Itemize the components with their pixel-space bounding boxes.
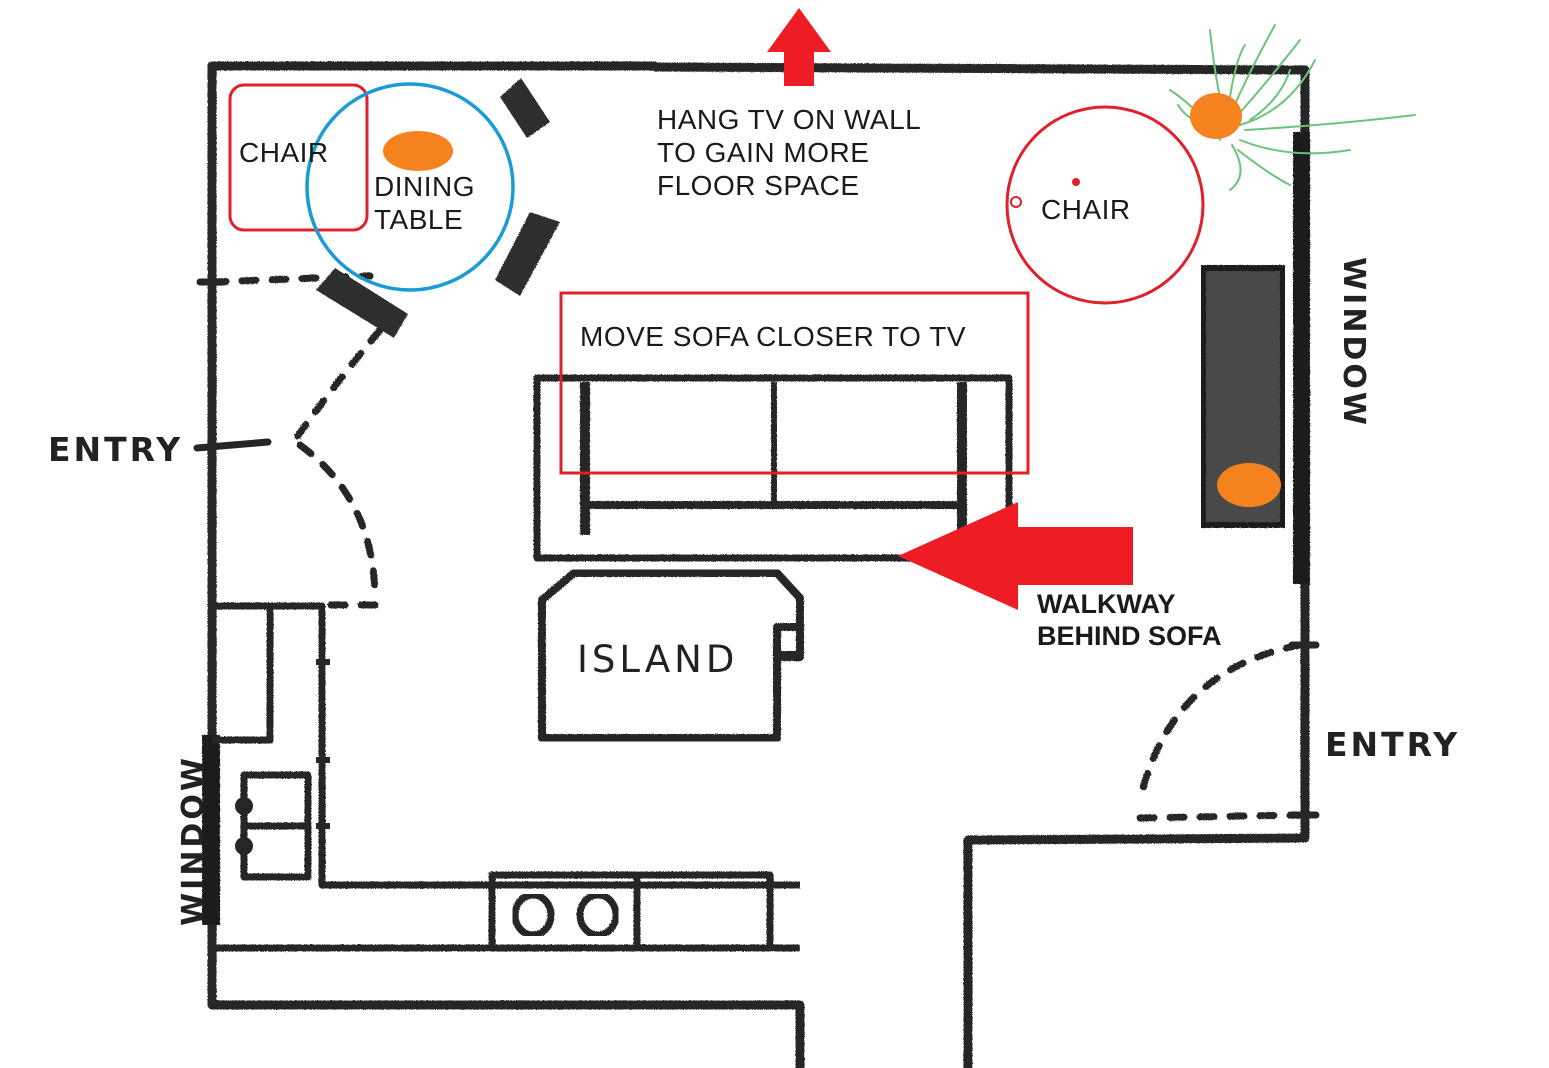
stove-burners	[511, 891, 620, 939]
entry-right-door-line	[1136, 811, 1304, 822]
window-left-label: WINDOW	[175, 755, 211, 926]
stove-burner-left	[511, 891, 555, 939]
chair-right-circle	[1005, 105, 1205, 305]
entry-right-label: ENTRY	[1325, 725, 1461, 764]
sofa-note-label: MOVE SOFA CLOSER TO TV	[580, 321, 967, 352]
window-right-label: WINDOW	[1335, 257, 1371, 428]
accent-console	[1217, 463, 1281, 507]
accent-dining	[383, 131, 453, 171]
dining-table-circle	[305, 82, 515, 292]
bottom-left-wall	[207, 935, 805, 1068]
dining-table-label: DINING TABLE	[374, 171, 475, 235]
entry-left-door-upper-arc	[291, 326, 384, 444]
walkway-note-label: WALKWAY BEHIND SOFA	[1037, 589, 1222, 651]
chair-right-ring-mark	[1010, 196, 1022, 208]
entry-ticks	[193, 278, 1320, 819]
entry-right-door-arc	[1136, 641, 1304, 804]
chair-right-label: CHAIR	[1041, 194, 1131, 225]
chair-left-label: CHAIR	[239, 137, 329, 168]
tv-wall-arrow	[767, 8, 831, 86]
sofa-highlight-box	[559, 291, 1030, 475]
walkway-arrow	[898, 502, 1133, 610]
chair-right-dot	[1072, 178, 1080, 186]
sofa	[533, 374, 1013, 562]
entry-left-door-lower-arc	[296, 441, 379, 604]
stove-burner-right	[576, 891, 620, 939]
accent-plant	[1190, 93, 1242, 139]
top-wall	[207, 61, 1310, 75]
kitchen-counters	[212, 602, 800, 952]
lower-right-wall	[963, 810, 1310, 1068]
kitchen-details	[235, 659, 330, 855]
island-shape	[538, 569, 804, 742]
dining-chair-marks	[316, 78, 560, 338]
window-left-mark	[202, 735, 220, 925]
window-right-mark	[1293, 132, 1310, 584]
island-label: ISLAND	[577, 638, 739, 681]
entry-left-label: ENTRY	[48, 430, 184, 469]
chair-left-highlight-box	[228, 83, 369, 232]
tv-note-label: HANG TV ON WALL TO GAIN MORE FLOOR SPACE	[657, 104, 922, 201]
